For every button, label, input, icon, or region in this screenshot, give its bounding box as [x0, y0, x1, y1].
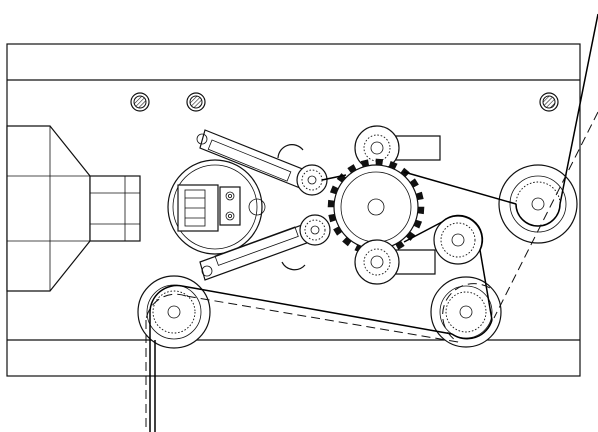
bottom-left-roller: [137, 275, 211, 349]
sprocket-tooth: [375, 158, 384, 166]
sprocket-tooth: [413, 219, 423, 229]
sprocket-tooth: [327, 199, 335, 208]
lower-pressure-roller: [299, 214, 331, 246]
sprocket-tooth: [417, 206, 425, 215]
alternate-film-path: [145, 111, 598, 432]
sprocket-tooth: [347, 164, 357, 174]
film-to-sprocket: [403, 171, 517, 205]
takeup-roller: [430, 276, 502, 348]
sprocket-tooth: [415, 191, 424, 201]
tension-roller: [498, 164, 578, 244]
dashed-to-bottom-left: [185, 295, 459, 343]
film-to-bottom-left: [181, 285, 453, 335]
sprocket-tooth: [329, 185, 339, 195]
sprocket-tooth: [333, 226, 343, 236]
dashed-exit-right: [493, 111, 598, 319]
film-wrap-takeup: [451, 319, 493, 340]
film-wrap-bottom-left: [149, 284, 183, 313]
film-upper-pressure: [321, 174, 347, 181]
screw-2: [186, 92, 206, 112]
dashed-wrap-left: [145, 293, 187, 321]
sprocket-tooth: [388, 160, 398, 170]
sprocket-tooth: [328, 213, 337, 223]
dashed-wrap-takeup: [442, 283, 491, 343]
film-wrap-idler: [441, 214, 484, 251]
film-to-idler: [403, 221, 443, 243]
film-path: [149, 13, 598, 432]
film-exit-top: [559, 13, 598, 205]
film-wrap-tension: [515, 203, 561, 227]
projection-lens: [6, 125, 141, 292]
top-feed-roller: [354, 125, 400, 171]
sprocket-tooth: [395, 240, 405, 250]
screw-3: [539, 92, 559, 112]
screw-1: [130, 92, 150, 112]
bottom-feed-roller: [354, 239, 400, 285]
sprocket-tooth: [360, 159, 370, 168]
sprocket-tooth: [342, 236, 352, 247]
sprocket-wheel: [327, 158, 425, 256]
film-gate-aperture: [167, 159, 266, 255]
film-to-takeup: [479, 249, 493, 321]
mounting-screws: [130, 92, 559, 112]
sprocket-tooth: [409, 178, 419, 188]
arm-pivots: [277, 144, 306, 271]
